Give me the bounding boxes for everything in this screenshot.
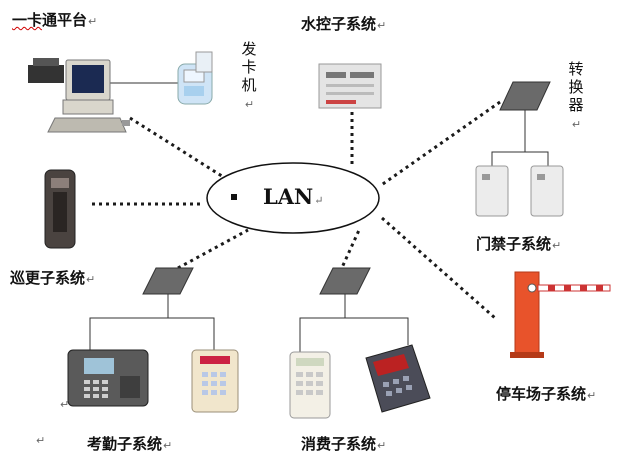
link-platform	[129, 116, 226, 180]
attendance-terminal-icon	[67, 349, 239, 413]
label-patrol: 巡更子系统↵	[10, 269, 96, 287]
label-card-platform: 一卡通平台↵	[12, 11, 98, 29]
water-controller-icon	[318, 63, 382, 109]
return-mark: ↵	[314, 194, 324, 207]
dotted-links	[92, 100, 501, 320]
door-reader-icon	[475, 165, 564, 217]
parking-barrier-icon	[510, 271, 611, 358]
stray-return-mark-1: ↵	[60, 398, 70, 411]
lan-hub	[206, 162, 380, 234]
thin-wires	[89, 82, 549, 356]
label-card-platform-rest: 通平台	[42, 11, 88, 29]
consumption-switch-icon	[319, 267, 371, 295]
lan-bullet	[231, 194, 237, 200]
label-consumption: 消费子系统↵	[301, 435, 387, 453]
link-attendance-switch	[177, 228, 249, 270]
computer-icon	[28, 58, 130, 133]
converter-switch-icon	[499, 81, 551, 111]
label-parking: 停车场子系统↵	[496, 385, 597, 403]
label-door: 门禁子系统↵	[476, 235, 562, 253]
label-card-issuer: 发卡机↵	[241, 40, 257, 111]
lan-label: LAN↵	[263, 184, 323, 209]
stray-return-mark-2: ↵	[36, 434, 46, 447]
label-converter: 转换器↵	[568, 60, 584, 131]
attendance-switch-icon	[142, 267, 194, 295]
card-issuer-icon	[177, 51, 213, 105]
label-attendance: 考勤子系统↵	[87, 435, 173, 453]
patrol-reader-icon	[44, 169, 76, 249]
link-consumption-switch	[338, 227, 362, 273]
label-water: 水控子系统↵	[301, 15, 387, 33]
pos-terminal-icon	[289, 344, 431, 419]
label-card-platform-prefix: 一卡	[12, 11, 43, 29]
lan-text: LAN	[263, 184, 314, 209]
